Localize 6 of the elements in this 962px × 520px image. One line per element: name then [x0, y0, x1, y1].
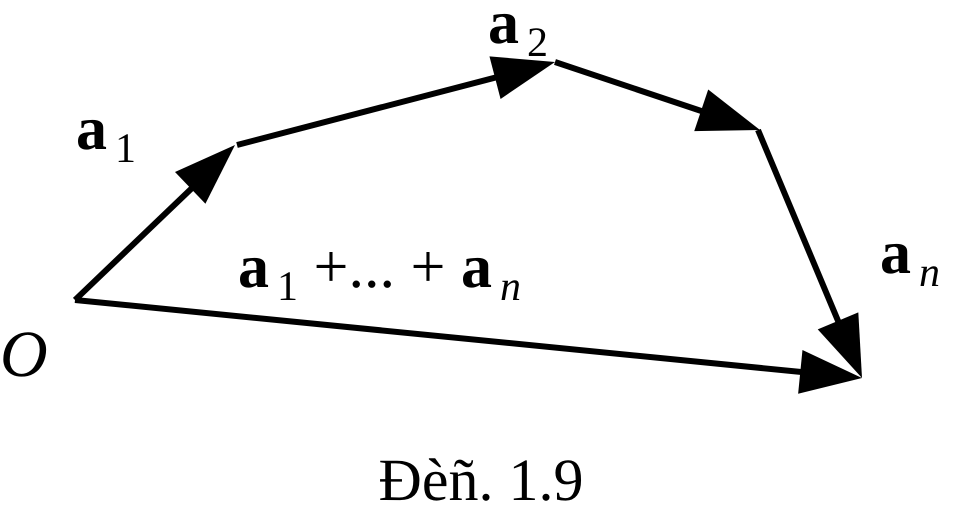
- caption: Đèñ. 1.9: [378, 450, 584, 510]
- vector-label: a$_{1}$: [76, 98, 136, 170]
- sum-label: a$_{1}$ +... + a$_{n}$: [238, 236, 521, 308]
- vector-label: a$_{2}$: [488, 0, 548, 64]
- origin-label: O: [0, 322, 48, 388]
- vector-label: a$_{n}$: [880, 222, 940, 294]
